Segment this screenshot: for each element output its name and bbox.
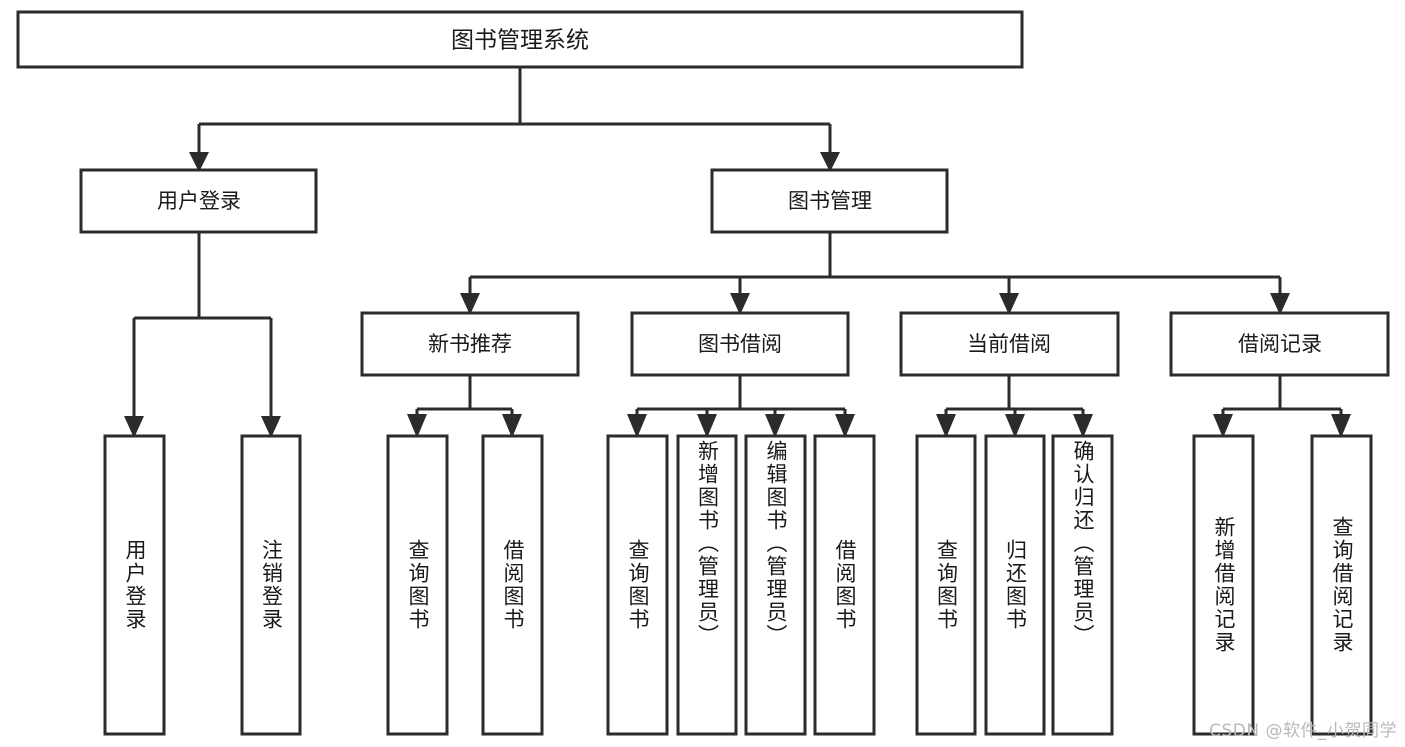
connector-current-borrow-to-leaves <box>936 375 1093 438</box>
leaf-node[interactable]: 借阅图书 <box>813 434 876 736</box>
leaf-label: 归还图书 <box>1003 539 1028 631</box>
node-book-borrow[interactable]: 图书借阅 <box>630 311 850 377</box>
leaf-box[interactable] <box>676 434 738 736</box>
leaf-box[interactable] <box>984 434 1046 736</box>
leaf-box[interactable] <box>1310 434 1373 736</box>
node-user-login-box[interactable] <box>79 168 318 234</box>
leaf-box[interactable] <box>386 434 449 736</box>
leaf-box[interactable] <box>744 434 807 736</box>
connector-root-to-level1 <box>189 67 840 172</box>
leaf-label: 用户登录 <box>123 539 147 631</box>
leaf-label-wrap: 编辑图书（管理员） <box>764 440 788 647</box>
leaf-node[interactable]: 借阅图书 <box>481 434 544 736</box>
leaf-node[interactable]: 查询图书 <box>606 434 669 736</box>
leaf-node[interactable]: 查询图书 <box>915 434 977 736</box>
node-new-book-recommend-label: 新书推荐 <box>428 332 512 356</box>
leaf-label-wrap: 确认归还（管理员） <box>1071 440 1095 647</box>
node-current-borrow-box[interactable] <box>899 311 1120 377</box>
leaf-node[interactable]: 编辑图书（管理员） <box>744 434 807 736</box>
leaf-label-wrap: 注销登录 <box>259 539 284 631</box>
connector-new-book-to-leaves <box>407 375 522 438</box>
leaf-node[interactable]: 归还图书 <box>984 434 1046 736</box>
leaf-node[interactable]: 查询图书 <box>386 434 449 736</box>
leaf-box[interactable] <box>915 434 977 736</box>
leaf-box[interactable] <box>481 434 544 736</box>
node-borrow-record[interactable]: 借阅记录 <box>1169 311 1390 377</box>
node-current-borrow-label: 当前借阅 <box>967 332 1051 356</box>
leaf-label: 查询借阅记录 <box>1330 516 1354 654</box>
leaf-label: 确认归还（管理员） <box>1071 440 1095 647</box>
node-new-book-recommend-box[interactable] <box>360 311 580 377</box>
node-book-management-label: 图书管理 <box>788 189 872 213</box>
leaf-label: 编辑图书（管理员） <box>764 440 788 647</box>
leaf-label-wrap: 查询图书 <box>406 539 430 631</box>
leaf-label-wrap: 查询图书 <box>934 539 959 631</box>
leaf-label: 注销登录 <box>259 539 284 631</box>
node-user-login[interactable]: 用户登录 <box>79 168 318 234</box>
leaf-box[interactable] <box>606 434 669 736</box>
leaf-node[interactable]: 查询借阅记录 <box>1310 434 1373 736</box>
leaf-label-wrap: 新增借阅记录 <box>1212 516 1236 654</box>
leaf-label: 查询图书 <box>626 539 650 631</box>
node-root-box[interactable] <box>16 10 1024 69</box>
leaf-box[interactable] <box>813 434 876 736</box>
leaf-box[interactable] <box>1051 434 1114 736</box>
leaf-node[interactable]: 新增图书（管理员） <box>676 434 738 736</box>
connector-user-login-to-leaves <box>124 232 281 438</box>
leaf-label-wrap: 归还图书 <box>1003 539 1028 631</box>
leaf-label: 借阅图书 <box>833 539 857 631</box>
leaf-label-wrap: 新增图书（管理员） <box>695 440 720 647</box>
leaf-label-wrap: 借阅图书 <box>833 539 857 631</box>
node-borrow-record-box[interactable] <box>1169 311 1390 377</box>
connector-borrow-to-leaves <box>627 375 855 438</box>
node-current-borrow[interactable]: 当前借阅 <box>899 311 1120 377</box>
leaf-label-wrap: 查询图书 <box>626 539 650 631</box>
leaf-label-wrap: 借阅图书 <box>501 539 525 631</box>
connector-book-mgmt-to-level2 <box>460 232 1290 315</box>
leaf-label: 借阅图书 <box>501 539 525 631</box>
node-new-book-recommend[interactable]: 新书推荐 <box>360 311 580 377</box>
leaf-label: 新增借阅记录 <box>1212 516 1236 654</box>
leaf-node[interactable]: 注销登录 <box>240 434 302 736</box>
node-root[interactable]: 图书管理系统 <box>16 10 1024 69</box>
leaf-label-wrap: 查询借阅记录 <box>1330 516 1354 654</box>
node-user-login-label: 用户登录 <box>157 189 241 213</box>
connector-borrow-record-to-leaves <box>1213 375 1351 438</box>
node-book-borrow-label: 图书借阅 <box>698 332 782 356</box>
node-root-label: 图书管理系统 <box>451 28 589 54</box>
leaf-label: 新增图书（管理员） <box>695 440 720 647</box>
leaf-box[interactable] <box>1192 434 1255 736</box>
leaf-node[interactable]: 新增借阅记录 <box>1192 434 1255 736</box>
leaf-box[interactable] <box>103 434 166 736</box>
node-book-borrow-box[interactable] <box>630 311 850 377</box>
leaf-label-wrap: 用户登录 <box>123 539 147 631</box>
leaf-node[interactable]: 用户登录 <box>103 434 166 736</box>
leaf-box[interactable] <box>240 434 302 736</box>
node-borrow-record-label: 借阅记录 <box>1238 332 1322 356</box>
leaf-label: 查询图书 <box>934 539 959 631</box>
leaf-node[interactable]: 确认归还（管理员） <box>1051 434 1114 736</box>
node-book-management-box[interactable] <box>710 168 949 234</box>
leaf-label: 查询图书 <box>406 539 430 631</box>
node-book-management[interactable]: 图书管理 <box>710 168 949 234</box>
